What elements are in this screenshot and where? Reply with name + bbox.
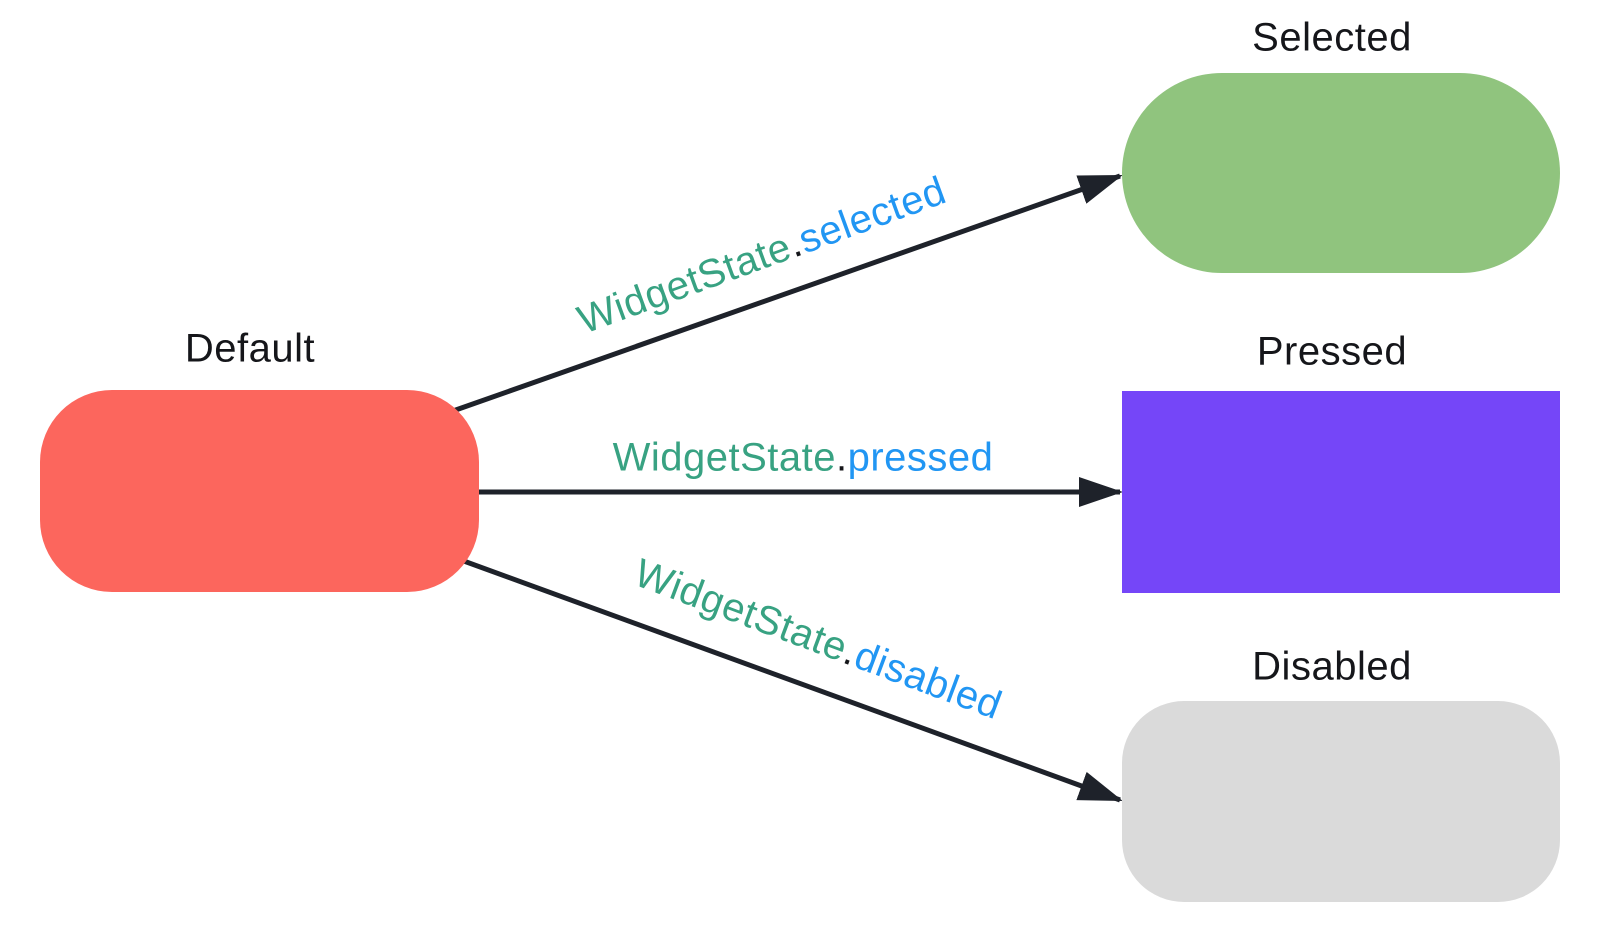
arrow-default-to-disabled [449, 553, 1123, 803]
edge-label-class-name: WidgetState [612, 435, 836, 480]
edge-label-dot: . [835, 435, 848, 480]
node-title-default: Default [184, 326, 316, 371]
node-selected [1122, 73, 1560, 273]
node-title-disabled: Disabled [1252, 644, 1412, 689]
edge-label-pressed: WidgetState.pressed [613, 436, 994, 481]
node-title-selected: Selected [1252, 15, 1412, 60]
edge-label-property: pressed [847, 435, 994, 480]
arrow-default-to-selected [449, 173, 1123, 415]
node-pressed [1122, 391, 1560, 593]
node-default [40, 390, 479, 592]
node-disabled [1122, 701, 1560, 902]
node-title-pressed: Pressed [1256, 329, 1408, 374]
